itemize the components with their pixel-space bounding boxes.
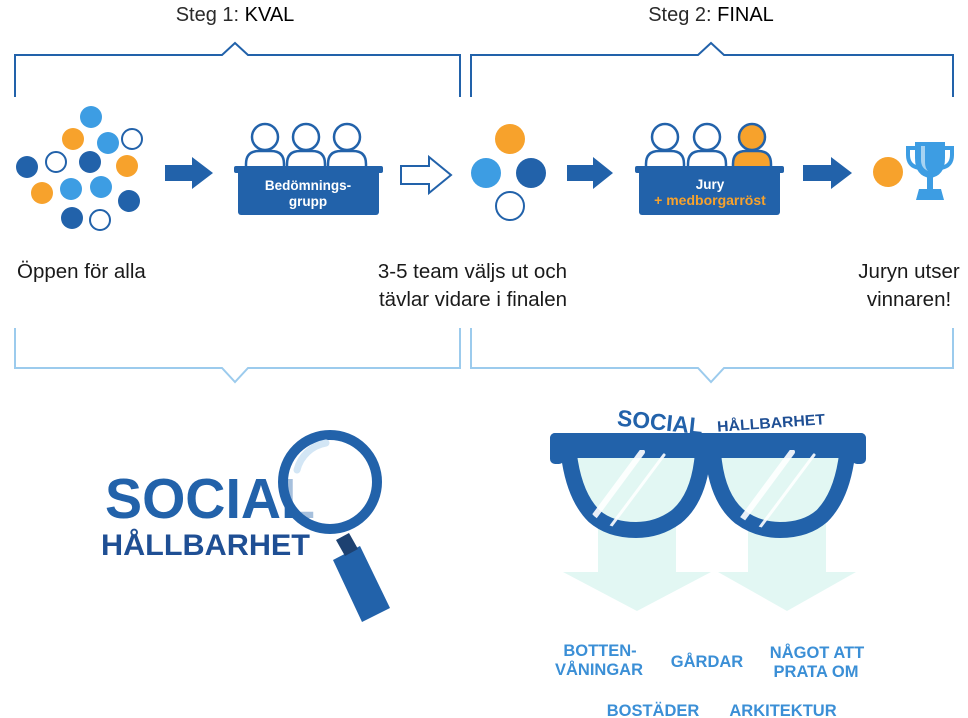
step-2-heading: Steg 2: FINAL (648, 4, 774, 26)
topic-ground-floors-line2: VÅNINGAR (555, 660, 643, 679)
team-dot (495, 124, 525, 154)
magnifying-glass-icon (278, 430, 390, 622)
person-icon (285, 122, 327, 172)
team-dot (80, 106, 102, 128)
topic-ground-floors-line1: BOTTEN- (563, 642, 636, 660)
citizen-vote-label: + medborgarröst (654, 192, 766, 208)
team-dot (60, 178, 82, 200)
step-2-prefix: Steg 2: (648, 4, 717, 26)
arrow-right-outline-icon (400, 154, 453, 196)
caption-selected-line2: tävlar vidare i finalen (379, 288, 567, 311)
step-2-name: FINAL (717, 4, 774, 26)
team-dot (62, 128, 84, 150)
team-dot (90, 176, 112, 198)
jury-group: Jury + medborgarröst (635, 122, 784, 215)
arrow-right-icon (803, 157, 852, 189)
caption-open: Öppen för alla (17, 260, 146, 283)
arrow-down-icon (563, 505, 711, 611)
assessment-label-line2: grupp (289, 194, 327, 209)
glasses-illustration: SOCIAL HÅLLBARHET BOTTEN- VÅNINGAR GÅRDA… (550, 405, 866, 718)
step-1-prefix: Steg 1: (176, 4, 245, 26)
team-dot (516, 158, 546, 188)
topic-something-to-talk-about-line1: NÅGOT ATT (770, 643, 864, 662)
caption-winner-line2: vinnaren! (867, 288, 951, 311)
team-dot (116, 155, 138, 177)
team-dot (79, 151, 101, 173)
person-icon (326, 122, 368, 172)
person-icon (686, 122, 728, 172)
topic-architecture: ARKITEKTUR (729, 702, 836, 718)
selected-teams (471, 124, 546, 221)
team-dot (45, 151, 67, 173)
step-1-bottom-bracket (14, 328, 461, 384)
team-dot (89, 209, 111, 231)
magnifier-subtitle: HÅLLBARHET (101, 529, 310, 562)
step-2-top-bracket (470, 41, 954, 97)
arrow-right-icon (165, 157, 213, 189)
topic-housing: BOSTÄDER (607, 702, 700, 718)
person-icon (244, 122, 286, 172)
team-dot (61, 207, 83, 229)
assessment-desk (238, 170, 379, 215)
jury-label: Jury (696, 177, 725, 192)
person-icon (644, 122, 686, 172)
topic-courtyards: GÅRDAR (671, 652, 743, 671)
step-1-top-bracket (14, 41, 461, 97)
arrow-right-icon (567, 157, 613, 189)
team-dot (495, 191, 525, 221)
step-2-bottom-bracket (470, 328, 954, 384)
team-dot (118, 190, 140, 212)
team-dot (16, 156, 38, 178)
step-1-heading: Steg 1: KVAL (176, 4, 295, 26)
glasses-icon (550, 433, 866, 538)
assessment-label-line1: Bedömnings- (265, 178, 351, 193)
topic-something-to-talk-about-line2: PRATA OM (774, 663, 859, 681)
team-dot (121, 128, 143, 150)
caption-selected-line1: 3-5 team väljs ut och (378, 260, 567, 283)
winner-dot (873, 157, 903, 187)
team-dot (471, 158, 501, 188)
assessment-group: Bedömnings- grupp (234, 122, 383, 215)
trophy-icon (906, 142, 954, 200)
caption-winner-line1: Juryn utser (858, 260, 960, 283)
team-dot (31, 182, 53, 204)
jury-desk (639, 170, 780, 215)
team-dot (97, 132, 119, 154)
glasses-subtitle: HÅLLBARHET (717, 411, 826, 435)
open-teams-cluster (16, 106, 143, 231)
magnifier-illustration: SOCIAL HÅLLBARHET (101, 430, 390, 622)
step-1-name: KVAL (245, 4, 295, 26)
citizen-vote-person-icon (731, 122, 773, 172)
